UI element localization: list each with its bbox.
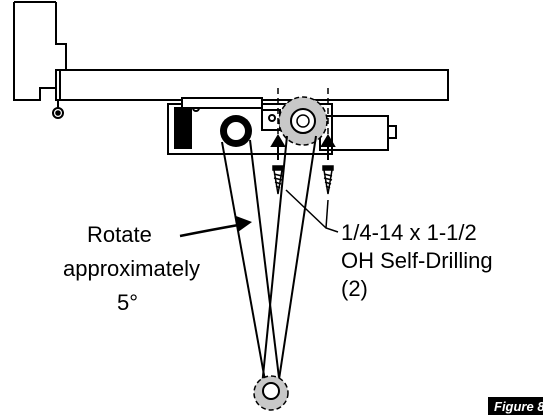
screw-label-line3: (2): [341, 276, 368, 301]
rotate-callout: Rotate approximately 5°: [63, 216, 252, 315]
shoe-pivot-top: [278, 96, 328, 146]
door-frame: [13, 1, 449, 101]
screw-icon: [272, 165, 284, 195]
screw-label-line2: OH Self-Drilling: [341, 248, 493, 273]
rotate-label-line2: approximately: [63, 256, 200, 281]
shoe-pivot-bottom: [253, 375, 289, 411]
figure-badge: Figure 8: [488, 397, 543, 415]
arm-pivot: [220, 115, 252, 147]
rotate-label-line1: Rotate: [87, 222, 152, 247]
main-arm: [221, 139, 281, 387]
screw-label-line1: 1/4-14 x 1-1/2: [341, 220, 477, 245]
bracket-plate: [181, 97, 263, 109]
screw-callout: 1/4-14 x 1-1/2 OH Self-Drilling (2): [341, 220, 493, 301]
pull-ring-icon: [52, 100, 64, 119]
screw-leader: [285, 189, 339, 233]
arrow-up-icon: [320, 134, 336, 160]
arrow-up-icon: [270, 134, 286, 160]
rotate-label-line3: 5°: [117, 290, 138, 315]
forearm: [261, 135, 317, 387]
screw-icon: [322, 165, 334, 195]
figure-badge-label: Figure 8: [494, 399, 543, 414]
